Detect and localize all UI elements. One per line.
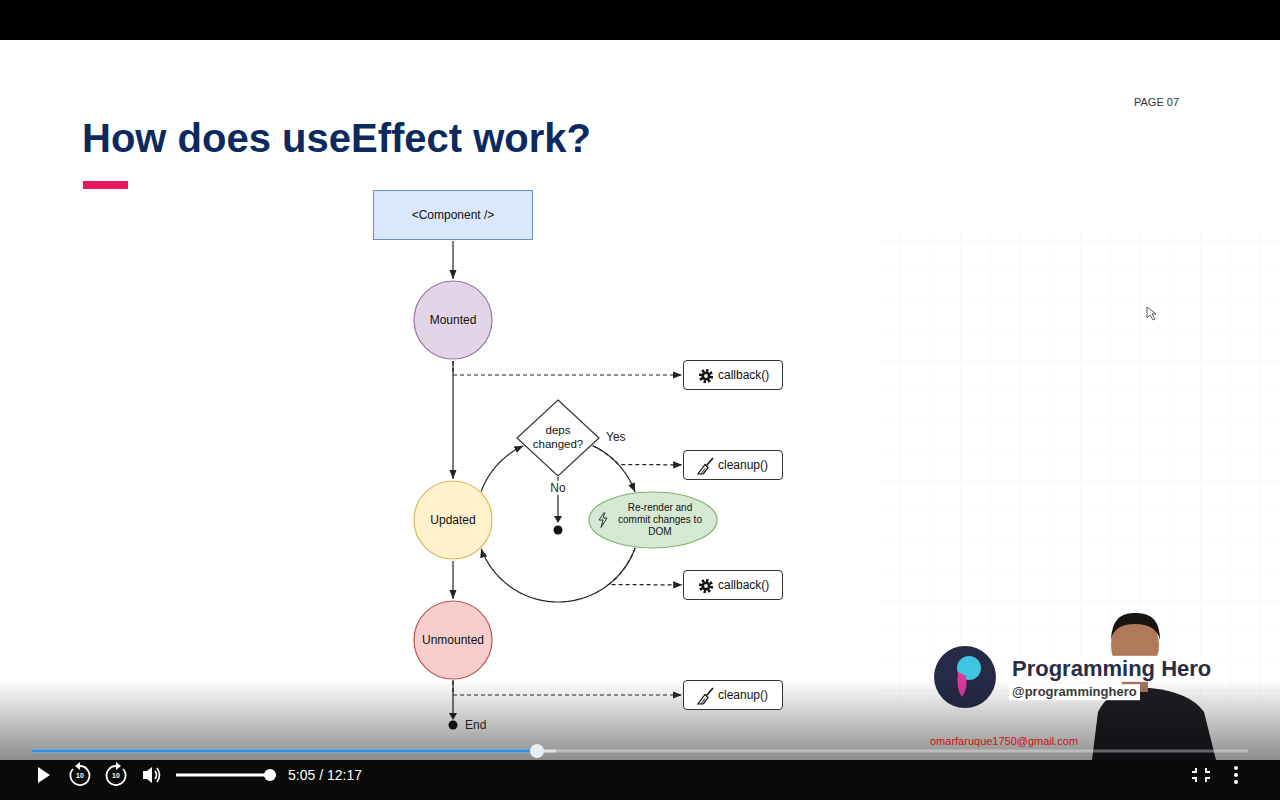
bolt-icon <box>598 512 608 528</box>
node-label: Unmounted <box>422 633 484 647</box>
decision-diamond: deps changed? <box>516 399 600 477</box>
progress-knob <box>530 744 544 758</box>
forward-icon <box>116 762 121 770</box>
end-label: End <box>465 718 486 732</box>
broom-icon <box>697 687 715 705</box>
skip-seconds: 10 <box>76 772 84 780</box>
node-label: Mounted <box>430 313 477 327</box>
broom-icon <box>697 457 715 475</box>
branch-label: No <box>547 481 568 495</box>
branch-label: Yes <box>603 430 629 444</box>
flow-connector <box>593 446 635 492</box>
player-shade <box>0 680 1280 760</box>
stop-dot <box>554 526 563 535</box>
flow-connector <box>452 241 453 279</box>
node-label: Updated <box>430 513 475 527</box>
skip-seconds: 10 <box>112 772 120 780</box>
node-label: cleanup() <box>718 688 768 702</box>
dashed-connector <box>453 361 682 375</box>
state-circle: Updated <box>413 480 493 560</box>
state-circle: Mounted <box>413 280 493 360</box>
mouse-cursor <box>1147 307 1156 320</box>
control-bar <box>0 760 1280 800</box>
node-label: Re-render and commit changes to DOM <box>618 502 702 538</box>
volume-slider <box>176 774 270 777</box>
grid-texture <box>880 230 1280 700</box>
slide-title: How does useEffect work? <box>82 114 591 162</box>
callback-box: callback() <box>683 570 783 600</box>
volume-knob <box>264 769 276 781</box>
play-icon <box>38 767 50 783</box>
flow-connector <box>452 561 453 599</box>
dashed-connector <box>453 681 682 695</box>
flow-connector <box>481 548 635 602</box>
state-circle: Unmounted <box>413 600 493 680</box>
node-label: callback() <box>718 368 769 382</box>
node-label: <Component /> <box>412 208 495 222</box>
gear-icon <box>698 368 714 384</box>
node-label: deps changed? <box>530 424 586 452</box>
letterbox-bar <box>0 0 1280 40</box>
flow-connector <box>481 446 523 492</box>
component-box: <Component /> <box>373 190 533 240</box>
dashed-connector <box>609 548 683 585</box>
presenter-hair <box>1111 613 1160 640</box>
volume-icon <box>143 767 152 783</box>
email-watermark: omarfaruque1750@gmail.com <box>930 735 1078 748</box>
volume-icon <box>155 768 160 782</box>
arrow-head <box>554 516 562 523</box>
cleanup-box: cleanup() <box>683 450 783 480</box>
gear-icon <box>698 578 714 594</box>
progress-track <box>32 750 1248 753</box>
exit-fullscreen-icon <box>1192 768 1210 782</box>
brand-name: Programming Hero <box>1009 656 1214 682</box>
menu-icon <box>1234 780 1238 784</box>
cleanup-box: cleanup() <box>683 680 783 710</box>
menu-icon <box>1234 766 1238 770</box>
time-display: 5:05 / 12:17 <box>288 767 362 784</box>
menu-icon <box>1234 773 1238 777</box>
progress-played <box>32 750 537 753</box>
callback-box: callback() <box>683 360 783 390</box>
flow-connector <box>452 361 453 479</box>
render-ellipse: Re-render and commit changes to DOM <box>588 491 718 549</box>
progress-buffer <box>32 750 556 753</box>
node-label: callback() <box>718 578 769 592</box>
brand-handle: @programminghero <box>1009 684 1140 700</box>
node-label: cleanup() <box>718 458 768 472</box>
dashed-connector <box>593 446 683 465</box>
rewind-icon <box>75 762 80 770</box>
page-number: PAGE 07 <box>1134 96 1179 109</box>
accent-bar <box>83 181 128 189</box>
